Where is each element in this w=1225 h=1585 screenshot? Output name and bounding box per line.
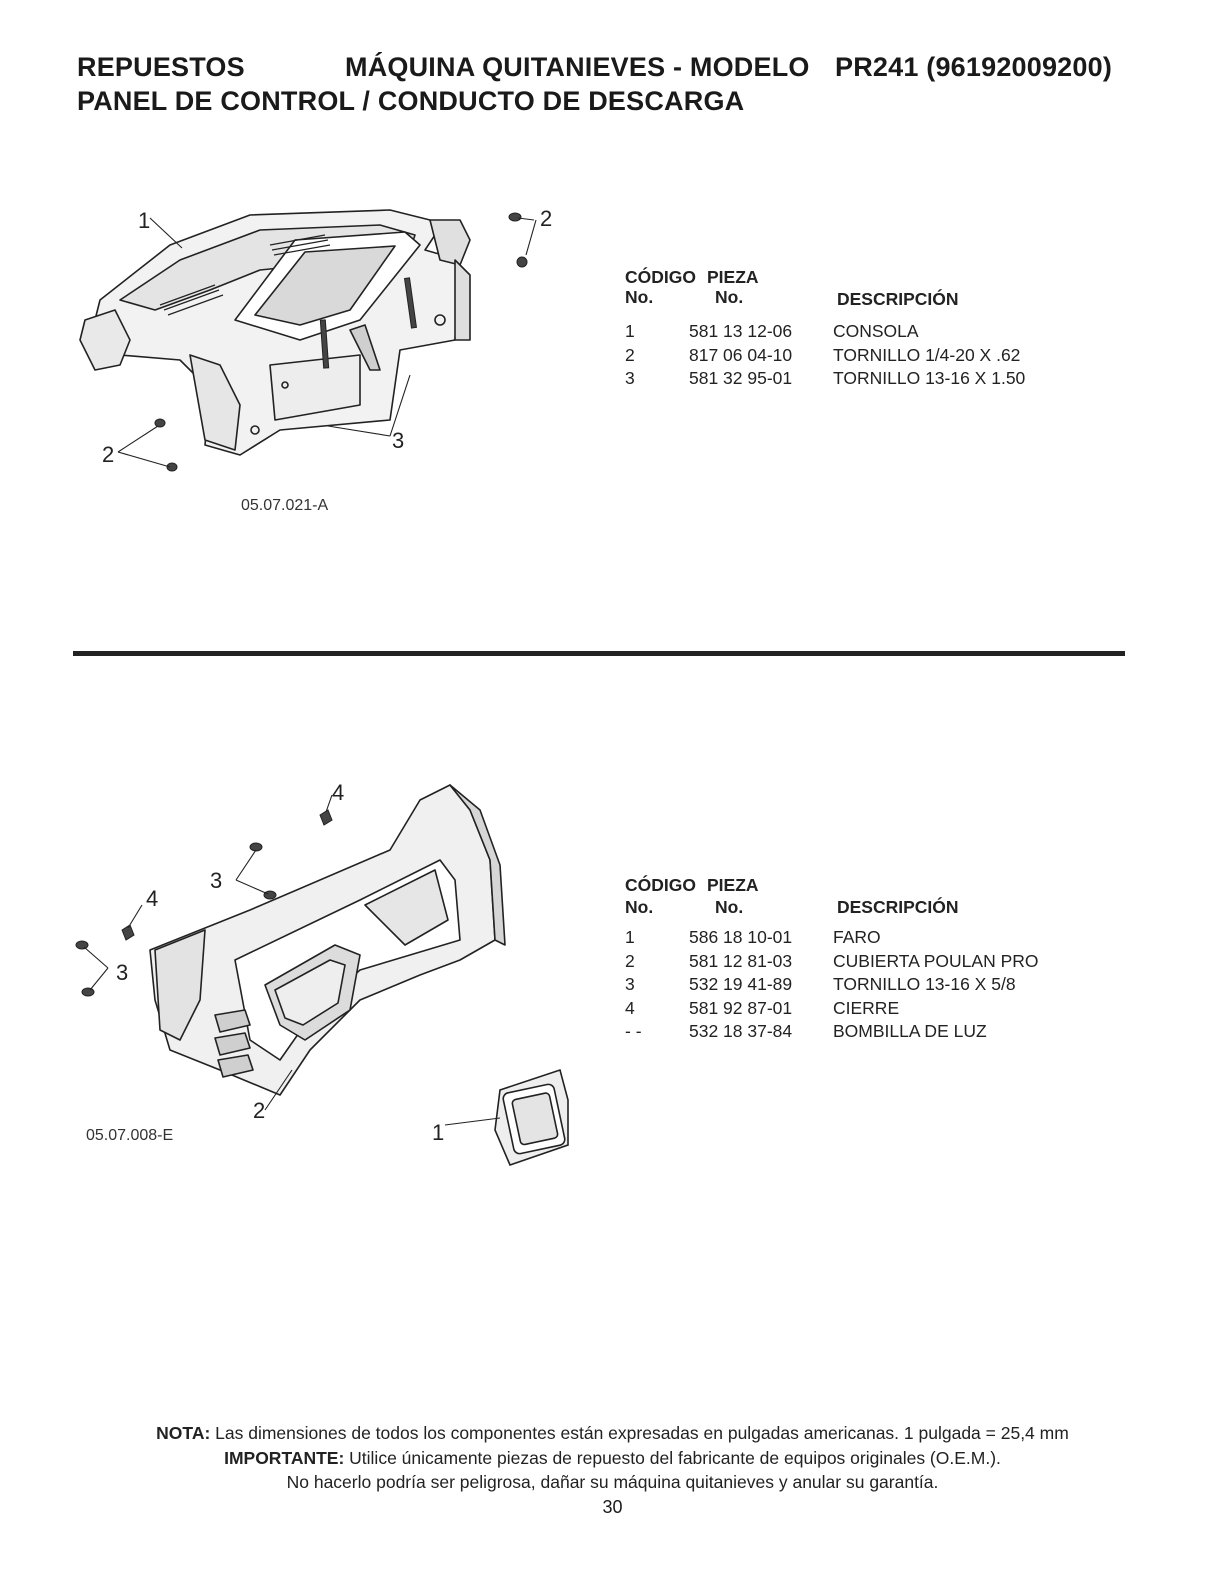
callout-4-top: 4 [332,780,344,805]
row-part-number: 581 13 12-06 [689,321,793,341]
footer-note: NOTA: Las dimensiones de todos los compo… [0,1423,1225,1444]
callout-2-left: 2 [102,442,114,467]
row-description: BOMBILLA DE LUZ [833,1021,987,1041]
row-description: CIERRE [833,997,900,1018]
header-pieza: PIEZA [707,267,759,287]
row-code: 3 [625,974,635,994]
row-description: TORNILLO 13-16 X 5/8 [833,974,1016,994]
row-code: 2 [625,950,635,971]
row-code: 1 [625,927,635,947]
row-part-number: 532 18 37-84 [689,1021,793,1041]
row-code: 3 [625,368,635,388]
note-label: NOTA: [156,1423,211,1443]
row-code: - - [625,1021,642,1041]
callout-3: 3 [392,428,404,453]
row-part-number: 586 18 10-01 [689,927,793,947]
header-model-number: PR241 (96192009200) [835,52,1113,82]
header-no-code: No. [625,287,654,307]
row-description: CONSOLA [833,321,919,341]
row-code: 4 [625,997,635,1018]
header-machine-title: MÁQUINA QUITANIEVES - MODELO [345,52,810,82]
important-text: Utilice únicamente piezas de repuesto de… [344,1448,1001,1468]
row-part-number: 581 92 87-01 [689,997,793,1018]
header-pieza: PIEZA [707,875,759,895]
callout-3-lower: 3 [116,960,128,985]
callout-4-left: 4 [146,886,158,911]
page-number: 30 [602,1497,623,1517]
row-code: 1 [625,321,635,341]
important-label: IMPORTANTE: [224,1448,345,1468]
console-exploded-diagram: 1 2 2 3 [79,206,552,472]
row-description: TORNILLO 13-16 X 1.50 [833,368,1026,388]
header-section-label: REPUESTOS [77,52,245,82]
row-part-number: 532 19 41-89 [689,974,793,994]
header-codigo: CÓDIGO [625,875,696,895]
row-part-number: 817 06 04-10 [689,344,793,365]
footer-important: IMPORTANTE: Utilice únicamente piezas de… [0,1448,1225,1469]
header-descripcion: DESCRIPCIÓN [837,289,959,309]
callout-2: 2 [253,1098,265,1123]
section-divider [73,651,1125,656]
header-no-code: No. [625,897,654,917]
header-descripcion: DESCRIPCIÓN [837,897,959,917]
header-no-part: No. [715,287,744,307]
figure-code: 05.07.021-A [241,497,329,514]
row-description: TORNILLO 1/4-20 X .62 [833,344,1021,365]
row-description: CUBIERTA POULAN PRO [833,950,1039,971]
row-part-number: 581 32 95-01 [689,368,793,388]
callout-1: 1 [138,208,150,233]
header-codigo: CÓDIGO [625,267,696,287]
header-no-part: No. [715,897,744,917]
row-part-number: 581 12 81-03 [689,950,793,971]
footer-warning: No hacerlo podría ser peligrosa, dañar s… [286,1472,939,1492]
row-code: 2 [625,344,635,365]
callout-3-upper: 3 [210,868,222,893]
note-text: Las dimensiones de todos los componentes… [210,1423,1069,1443]
row-description: FARO [833,927,881,947]
figure-code: 05.07.008-E [86,1127,174,1144]
callout-1: 1 [432,1120,444,1145]
callout-2-top: 2 [540,206,552,231]
headlight-cover-exploded-diagram: 4 4 3 3 2 1 [75,780,569,1166]
page-subtitle: PANEL DE CONTROL / CONDUCTO DE DESCARGA [77,86,745,116]
